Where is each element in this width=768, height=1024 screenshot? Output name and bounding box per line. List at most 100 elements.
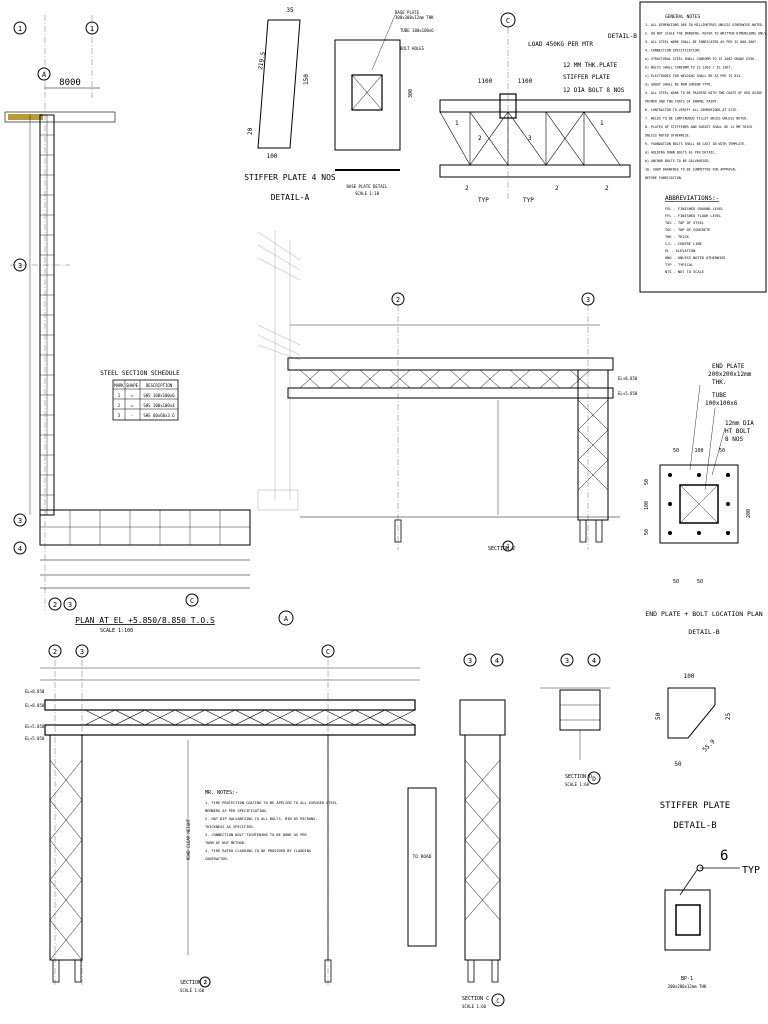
section-bubble: 2 bbox=[203, 980, 206, 986]
bp-caption: BP-1 bbox=[681, 976, 693, 982]
note-line: 2. DO NOT SCALE THE DRAWING. REFER TO WR… bbox=[645, 32, 768, 36]
callout: 12 MM THK.PLATE bbox=[563, 62, 618, 69]
dim-label: 100 bbox=[694, 448, 703, 454]
callout: BASE PLATE bbox=[395, 10, 420, 15]
dim-label: 35 bbox=[286, 7, 294, 14]
grid-label: C bbox=[326, 648, 330, 656]
schedule-cell: 2 bbox=[118, 403, 121, 408]
note-line: FFL - FINISHED FLOOR LEVEL bbox=[665, 214, 721, 218]
mr-notes-title: MR. NOTES:- bbox=[205, 790, 238, 796]
typ-label: TYP bbox=[478, 197, 489, 204]
dim-label: 20 bbox=[247, 127, 254, 135]
grid-bubble-1 bbox=[13, 21, 27, 35]
note-line: 4. CONNECTION SPECIFICATION: bbox=[645, 49, 701, 53]
level-label: EL+5.850 bbox=[25, 724, 45, 729]
dim-label: 100 bbox=[644, 501, 650, 510]
level-label: EL+8.850 bbox=[25, 689, 45, 694]
abbr-lines: FGL - FINISHED GROUND LEVEL FFL - FINISHE… bbox=[665, 207, 726, 274]
schedule-cell: SHS 60x60x3.6 bbox=[143, 413, 175, 418]
plan-title: PLAN AT EL +5.850/8.850 T.O.S bbox=[75, 616, 215, 625]
grid-label: 1 bbox=[90, 25, 94, 33]
detail-a-title: DETAIL-A bbox=[271, 193, 310, 202]
schedule-cell: - bbox=[131, 413, 133, 418]
vertical-label: ROAD CLEAR HEIGHT bbox=[186, 818, 191, 860]
callout: TUBE bbox=[712, 392, 727, 399]
column-label: TO ROAD bbox=[413, 854, 432, 860]
plan-view: 1 1 A 8000 3 bbox=[4, 15, 251, 634]
note-line: 5. ALL STEEL WORK TO BE PAINTED WITH TWO… bbox=[645, 91, 762, 95]
dim-label: 1100 bbox=[478, 78, 493, 85]
elevation-section-2: 2 3 EL+8.850 EL+5.850 S bbox=[257, 230, 638, 626]
member-mark: 2 bbox=[465, 185, 469, 192]
note-line: FGL - FINISHED GROUND LEVEL bbox=[665, 207, 723, 211]
grid-label: A bbox=[42, 71, 47, 79]
end-plate-detail-b: END PLATE 200x200x12mm THK. TUBE 100x100… bbox=[644, 363, 763, 636]
section-bubble: 2 bbox=[506, 544, 509, 550]
dim-label: 50 bbox=[673, 448, 679, 454]
section-bubble: D bbox=[592, 776, 596, 783]
grid-bubble-2 bbox=[48, 597, 62, 611]
dim-label: 200 bbox=[746, 509, 752, 518]
note-line: a) HOLDING DOWN BOLTS AS PER DETAIL. bbox=[645, 151, 716, 155]
callout: 8 NOS bbox=[725, 436, 743, 443]
grid-label: 3 bbox=[468, 657, 472, 665]
grid-label: A bbox=[284, 615, 289, 623]
notes-lines: 1. ALL DIMENSIONS ARE IN MILLIMETRES UNL… bbox=[645, 23, 768, 180]
callout: STIFFER PLATE bbox=[563, 74, 610, 81]
grid-label: 3 bbox=[18, 262, 22, 270]
member-mark: 1 bbox=[455, 120, 459, 127]
bp-sub: 200x200x12mm THK bbox=[668, 984, 707, 989]
dim-label: 50 bbox=[697, 579, 703, 585]
schedule-title: STEEL SECTION SCHEDULE bbox=[100, 370, 180, 377]
schedule-cell: SHS 100x100x6 bbox=[143, 393, 175, 398]
dim-label: 25 bbox=[725, 712, 732, 720]
truss-connection-detail: C LOAD 450KG PER MTR DETAIL-B 12 MM THK.… bbox=[439, 12, 637, 204]
level-label: EL+8.850 bbox=[618, 376, 638, 381]
end-plate-title: DETAIL-B bbox=[688, 628, 719, 636]
schedule-header: SHAPE bbox=[126, 383, 139, 388]
grid-label: 1 bbox=[18, 25, 22, 33]
note-line: 3. CONNECTION BOLT TIGHTENING TO BE DONE… bbox=[205, 833, 308, 837]
grid-label: 2 bbox=[53, 601, 57, 609]
note-line: EL - ELEVATION bbox=[665, 249, 695, 253]
dim-label: 100 bbox=[684, 673, 695, 680]
callout: HT BOLT bbox=[725, 428, 751, 435]
callout: END PLATE bbox=[712, 363, 745, 370]
grid-bubble-3 bbox=[13, 258, 27, 272]
section-d-scale: SCALE 1:60 bbox=[565, 782, 590, 787]
stiffener-title: DETAIL-B bbox=[673, 821, 716, 831]
schedule-cell: 1 bbox=[118, 393, 121, 398]
main-elevation: 2 3 C bbox=[25, 644, 437, 993]
base-plate-scale: SCALE 1:10 bbox=[355, 191, 380, 196]
note-line: C/L - CENTRE LINE bbox=[665, 242, 702, 246]
note-line: 7. WELDS TO BE CONTINUOUS FILLET WELDS U… bbox=[645, 117, 748, 121]
steel-section-schedule: STEEL SECTION SCHEDULE MARK SHAPE DESCRI… bbox=[100, 370, 180, 421]
base-plate-detail: BASE PLATE 300x300x12mm THK TUBE 100x100… bbox=[334, 10, 434, 196]
notes-title: GENERAL NOTES bbox=[665, 14, 701, 20]
callout: 100x100x6 bbox=[705, 400, 738, 407]
note-line: 4. FIRE RATED CLADDING TO BE PROVIDED BY… bbox=[205, 849, 311, 853]
note-line: 2. HOT DIP GALVANISING TO ALL BOLTS. MIN… bbox=[205, 817, 318, 821]
section-bubble: C bbox=[496, 998, 500, 1005]
note-line: 6. CONTRACTOR TO VERIFY ALL DIMENSIONS A… bbox=[645, 108, 738, 112]
grid-label: 2 bbox=[396, 296, 400, 304]
section-d: 3 4 SECTION D SCALE 1:60 D bbox=[540, 653, 610, 787]
member-mark: 1 bbox=[600, 120, 604, 127]
main-scale: SCALE 1:60 bbox=[180, 988, 205, 993]
section-d-caption: SECTION D bbox=[565, 774, 592, 780]
grid-bubble-c bbox=[185, 593, 199, 607]
main-caption: SECTION 2 bbox=[180, 980, 207, 986]
schedule-header: MARK bbox=[114, 383, 124, 388]
note-line: BEFORE FABRICATION. bbox=[645, 176, 683, 180]
grid-label: 4 bbox=[592, 657, 596, 665]
schedule-cell: ▭ bbox=[131, 393, 134, 398]
dim-label: 50 bbox=[644, 479, 650, 485]
dim-label: 50 bbox=[655, 712, 662, 720]
weld-detail: 6 TYP BP-1 200x200x12mm THK bbox=[664, 848, 760, 989]
callout: BOLT HOLES bbox=[400, 46, 425, 51]
plan-dim-span: 8000 bbox=[59, 78, 81, 88]
level-label: EL+8.050 bbox=[25, 703, 45, 708]
dim-label: 300 bbox=[408, 89, 414, 98]
section-c-scale: SCALE 1:60 bbox=[462, 1004, 487, 1009]
